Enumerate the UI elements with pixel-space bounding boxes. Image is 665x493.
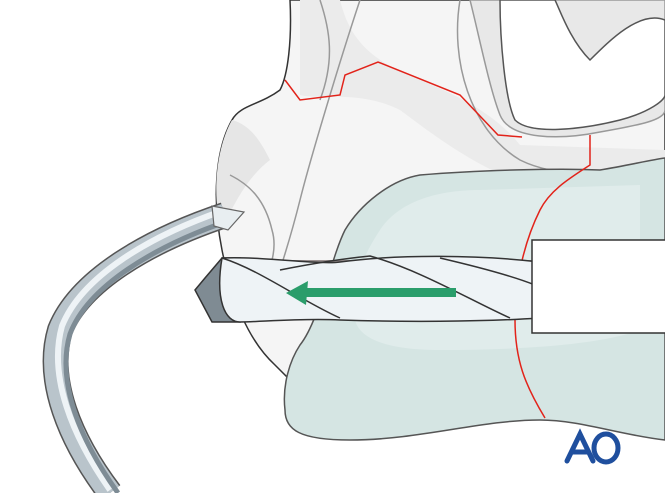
bone-hook-instrument	[42, 202, 246, 493]
bone-shadow	[216, 120, 270, 230]
bone-foramen-inner	[499, 0, 665, 131]
drill-sleeve	[531, 239, 665, 334]
fracture-line-upper	[284, 61, 523, 138]
arrow-left-icon	[286, 281, 456, 305]
hook-tip	[211, 205, 246, 231]
contour-line	[319, 0, 331, 101]
ao-logo	[564, 428, 621, 465]
